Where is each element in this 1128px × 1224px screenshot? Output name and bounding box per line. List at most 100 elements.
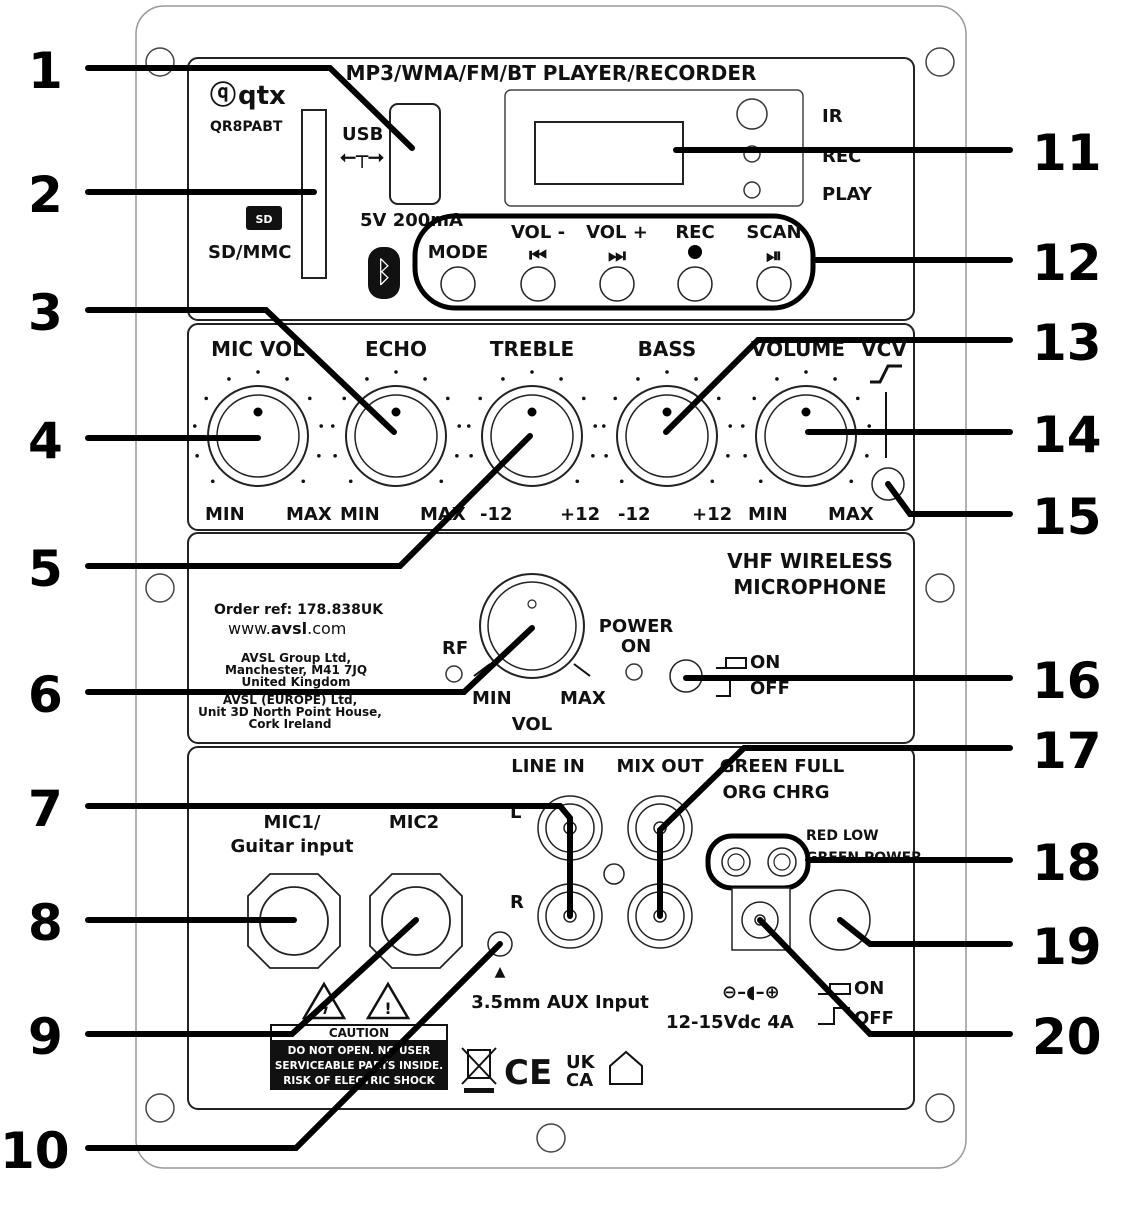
bass-scale-dot	[728, 424, 733, 428]
aux-label: 3.5mm AUX Input	[471, 992, 649, 1013]
treble-knob-indicator	[527, 407, 537, 417]
treble-title: TREBLE	[490, 337, 574, 361]
red-low-label: RED LOW	[806, 828, 879, 844]
callout-lines	[85, 65, 1013, 1151]
power-led-battery-inner	[773, 853, 791, 871]
charge-led-inner	[727, 853, 745, 871]
echo-scale-dot	[457, 424, 462, 428]
r-label: R	[510, 892, 524, 913]
callout-10: 10	[0, 1122, 70, 1180]
model-number: QR8PABT	[210, 119, 283, 135]
caution-title: CAUTION	[329, 1026, 389, 1040]
callout-16: 16	[1032, 652, 1102, 710]
aux-arrow-icon: ▲	[495, 964, 506, 980]
play-led	[743, 181, 761, 199]
callout-6: 6	[28, 666, 63, 724]
mic-vol-scale-dot	[192, 424, 197, 428]
button-group-outline	[412, 213, 816, 311]
vol-min: MIN	[472, 688, 512, 709]
vol-up-button-label: VOL +	[586, 222, 648, 243]
green-full-label: GREEN FULL	[720, 756, 844, 777]
echo-min: MIN	[340, 504, 380, 525]
mic-vol-scale-dot	[256, 370, 260, 374]
callout-17: 17	[1032, 722, 1102, 780]
mic-vol-scale-dot	[317, 453, 321, 458]
echo-scale-dot	[342, 396, 347, 401]
address-uk-2: Manchester, M41 7JQ	[225, 663, 367, 677]
echo-scale-dot	[455, 453, 459, 458]
treble-scale-dot	[478, 396, 483, 401]
address-eu-1: AVSL (EUROPE) Ltd,	[223, 693, 357, 707]
player-header: MP3/WMA/FM/BT PLAYER/RECORDER	[346, 61, 757, 85]
treble-scale-dot	[559, 377, 563, 381]
callout-5: 5	[28, 540, 63, 598]
callout-18: 18	[1032, 834, 1102, 892]
mic-vol-scale-dot	[227, 377, 231, 381]
ce-mark: CE	[504, 1053, 552, 1093]
l-label: L	[510, 802, 521, 823]
treble-scale-dot	[593, 424, 598, 428]
volume-scale-dot	[804, 370, 808, 374]
usb-rating: 5V 200mA	[360, 210, 463, 231]
mic-vol-min: MIN	[205, 504, 245, 525]
switch-on-label: ON	[750, 652, 780, 673]
play-led-label: PLAY	[822, 184, 873, 205]
bass-min: -12	[618, 504, 651, 525]
echo-scale-dot	[439, 479, 444, 484]
bass-scale-dot	[613, 396, 618, 401]
next-icon: ⏭	[608, 243, 626, 267]
mic-vol-scale-dot	[195, 453, 199, 458]
callout-14: 14	[1032, 406, 1102, 464]
caution-line-2: SERVICEABLE PARTS INSIDE.	[275, 1060, 443, 1072]
callout-7: 7	[28, 780, 63, 838]
line-in-label: LINE IN	[511, 756, 585, 777]
vhf-title-2: MICROPHONE	[733, 575, 886, 599]
callout-11: 11	[1032, 124, 1102, 182]
rec-button	[677, 266, 713, 302]
volume-scale-dot	[752, 396, 757, 401]
vhf-title-1: VHF WIRELESS	[727, 549, 893, 573]
volume-scale-dot	[849, 479, 854, 484]
bass-scale-dot	[665, 370, 669, 374]
org-chrg-label: ORG CHRG	[722, 782, 829, 803]
address-eu-3: Cork Ireland	[249, 717, 332, 731]
weee-icon	[461, 1047, 497, 1093]
power-on-label-2: ON	[621, 636, 651, 657]
mic-vol-scale-dot	[319, 424, 324, 428]
mode-button	[440, 266, 476, 302]
website: www.avsl.com	[228, 619, 346, 638]
ir-receiver	[736, 98, 768, 130]
vol-down-button-label: VOL -	[511, 222, 565, 243]
treble-scale-dot	[591, 453, 595, 458]
play-pause-icon: ⏯	[766, 243, 782, 267]
callout-8: 8	[28, 894, 63, 952]
vol-label: VOL	[512, 714, 552, 735]
caution-title-bg	[272, 1026, 446, 1040]
callout-19: 19	[1032, 918, 1102, 976]
mic1-label-1: MIC1/	[264, 812, 321, 833]
echo-scale-dot	[423, 377, 427, 381]
volume-scale-dot	[775, 377, 779, 381]
echo-scale-dot	[348, 479, 353, 484]
echo-scale-dot	[365, 377, 369, 381]
ir-label: IR	[822, 106, 843, 127]
callout-12: 12	[1032, 234, 1102, 292]
mic-vol-scale-dot	[210, 479, 215, 484]
callout-3: 3	[28, 284, 63, 342]
brand-logo: ⓠ	[210, 80, 236, 111]
previous-icon: ⏮	[529, 243, 547, 267]
address-uk-1: AVSL Group Ltd,	[241, 651, 351, 665]
volume-knob-inner	[764, 394, 848, 478]
volume-max: MAX	[828, 504, 874, 525]
volume-scale-dot	[865, 453, 869, 458]
ukca-mark-2: CA	[566, 1070, 593, 1091]
echo-scale-dot	[330, 424, 335, 428]
treble-scale-dot	[575, 479, 580, 484]
mic-vol-scale-dot	[301, 479, 306, 484]
svg-text:!: !	[384, 999, 391, 1018]
treble-min: -12	[480, 504, 513, 525]
volume-scale-dot	[867, 424, 872, 428]
treble-scale-dot	[581, 396, 586, 401]
mic-vol-scale-dot	[307, 396, 312, 401]
